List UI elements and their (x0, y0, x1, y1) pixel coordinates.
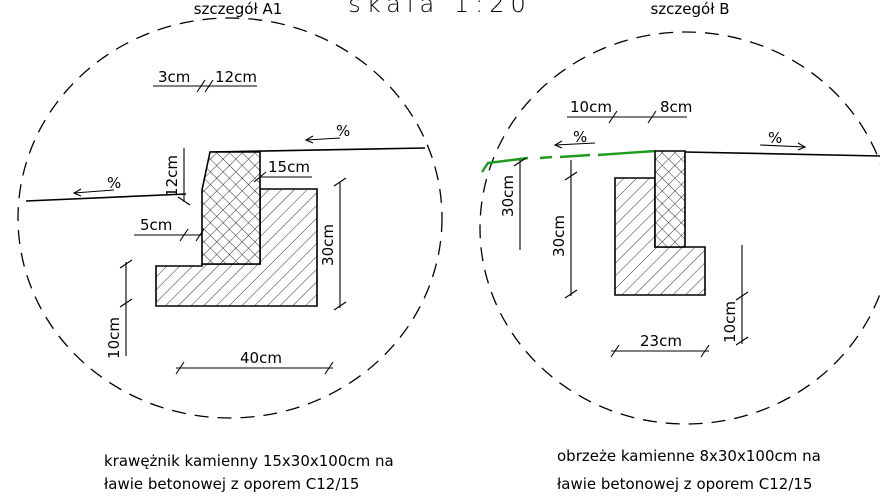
detail-b-dim-30cm-inner-tick2 (564, 289, 578, 299)
detail-a-slope-right-arrow (305, 137, 341, 141)
detail-b-slope-right-head (797, 142, 807, 151)
detail-b-dim-23cm-tick2 (700, 344, 710, 358)
detail-b-dim-30cm-inner: 30cm (550, 215, 568, 257)
detail-a-dim-12cm-tick1 (177, 196, 191, 206)
detail-b-title: szczegół B (650, 0, 729, 18)
detail-b-slope-right-arrow (759, 144, 806, 148)
detail-a-dim-12cm-top: 12cm (215, 68, 257, 86)
detail-b-dim-top-tick1 (608, 110, 618, 124)
detail-a-dim-30cm-tick1 (333, 177, 347, 187)
detail-b-slope-left-arrow (554, 142, 596, 146)
detail-a: szczegół A1 % % 3cm 12cm 12cm 15cm (17, 0, 443, 493)
detail-b-surface-right (684, 151, 880, 157)
detail-b: szczegół B % % 10cm 8cm 30cm (479, 0, 880, 493)
detail-b-dim-8cm: 8cm (660, 98, 692, 116)
detail-b-soil-dash2 (559, 153, 591, 159)
detail-a-dim-40cm-tick1 (175, 361, 185, 375)
detail-a-dim-3cm: 3cm (158, 68, 190, 86)
detail-b-dim-10cm-side: 10cm (721, 301, 739, 343)
detail-b-slope-left-head (553, 140, 563, 149)
detail-b-dim-10cm-side-tick1 (735, 291, 749, 301)
detail-a-slope-left-arrow (73, 189, 115, 194)
detail-a-kerb-hatch2 (202, 152, 260, 264)
detail-a-dim-30cm: 30cm (319, 224, 337, 266)
detail-a-dim-5cm-tick1 (179, 228, 189, 242)
detail-a-dim-40cm: 40cm (240, 349, 282, 367)
detail-b-slope-left: % (573, 128, 587, 146)
detail-a-dim-12cm-side: 12cm (163, 155, 181, 197)
scale-title: skala 1:20 (348, 0, 532, 18)
detail-a-caption-line1: krawężnik kamienny 15x30x100cm na (104, 452, 394, 470)
detail-a-dim-10cm: 10cm (105, 317, 123, 359)
detail-b-dim-30cm-left-tick (513, 157, 527, 167)
detail-b-caption-line1: obrzeże kamienne 8x30x100cm na (557, 447, 821, 465)
detail-b-dim-30cm-left: 30cm (499, 175, 517, 217)
detail-b-dim-23cm-tick1 (610, 344, 620, 358)
detail-b-soil-line (481, 156, 529, 173)
detail-b-dim-top-tick2 (647, 110, 657, 124)
detail-b-dim-30cm-inner-tick1 (564, 171, 578, 181)
detail-a-dim-5cm: 5cm (140, 216, 172, 234)
detail-a-dim-10cm-tick1 (119, 259, 133, 269)
detail-a-slope-left-head (72, 188, 82, 197)
detail-b-dim-10cm-side-tick2 (735, 336, 749, 346)
detail-b-edging-hatch2 (655, 151, 685, 247)
detail-a-dim-40cm-tick2 (324, 361, 334, 375)
detail-b-caption-line2: ławie betonowej z oporem C12/15 (557, 475, 812, 493)
detail-a-dim-10cm-tick2 (119, 298, 133, 308)
detail-b-soil-dash3 (597, 149, 656, 157)
detail-a-dim-tick1 (196, 79, 206, 93)
detail-b-soil-dash1 (539, 155, 553, 160)
detail-a-caption-line2: ławie betonowej z oporem C12/15 (104, 475, 359, 493)
detail-a-dim-tick2 (204, 79, 214, 93)
detail-b-slope-right: % (768, 129, 782, 147)
detail-a-dim-15cm: 15cm (268, 158, 310, 176)
detail-a-slope-right-head (304, 135, 314, 144)
detail-a-title: szczegół A1 (194, 0, 283, 18)
detail-a-dim-30cm-tick2 (333, 301, 347, 311)
detail-b-circle (479, 31, 880, 425)
detail-a-circle (17, 17, 443, 419)
detail-a-slope-left: % (107, 174, 121, 192)
detail-a-dim-15cm-tick (253, 171, 267, 183)
detail-a-slope-right: % (336, 122, 350, 140)
detail-a-dim-5cm-tick2 (195, 228, 205, 242)
detail-b-dim-10cm: 10cm (570, 98, 612, 116)
detail-b-dim-23cm: 23cm (640, 332, 682, 350)
detail-a-surface-left (25, 193, 187, 202)
